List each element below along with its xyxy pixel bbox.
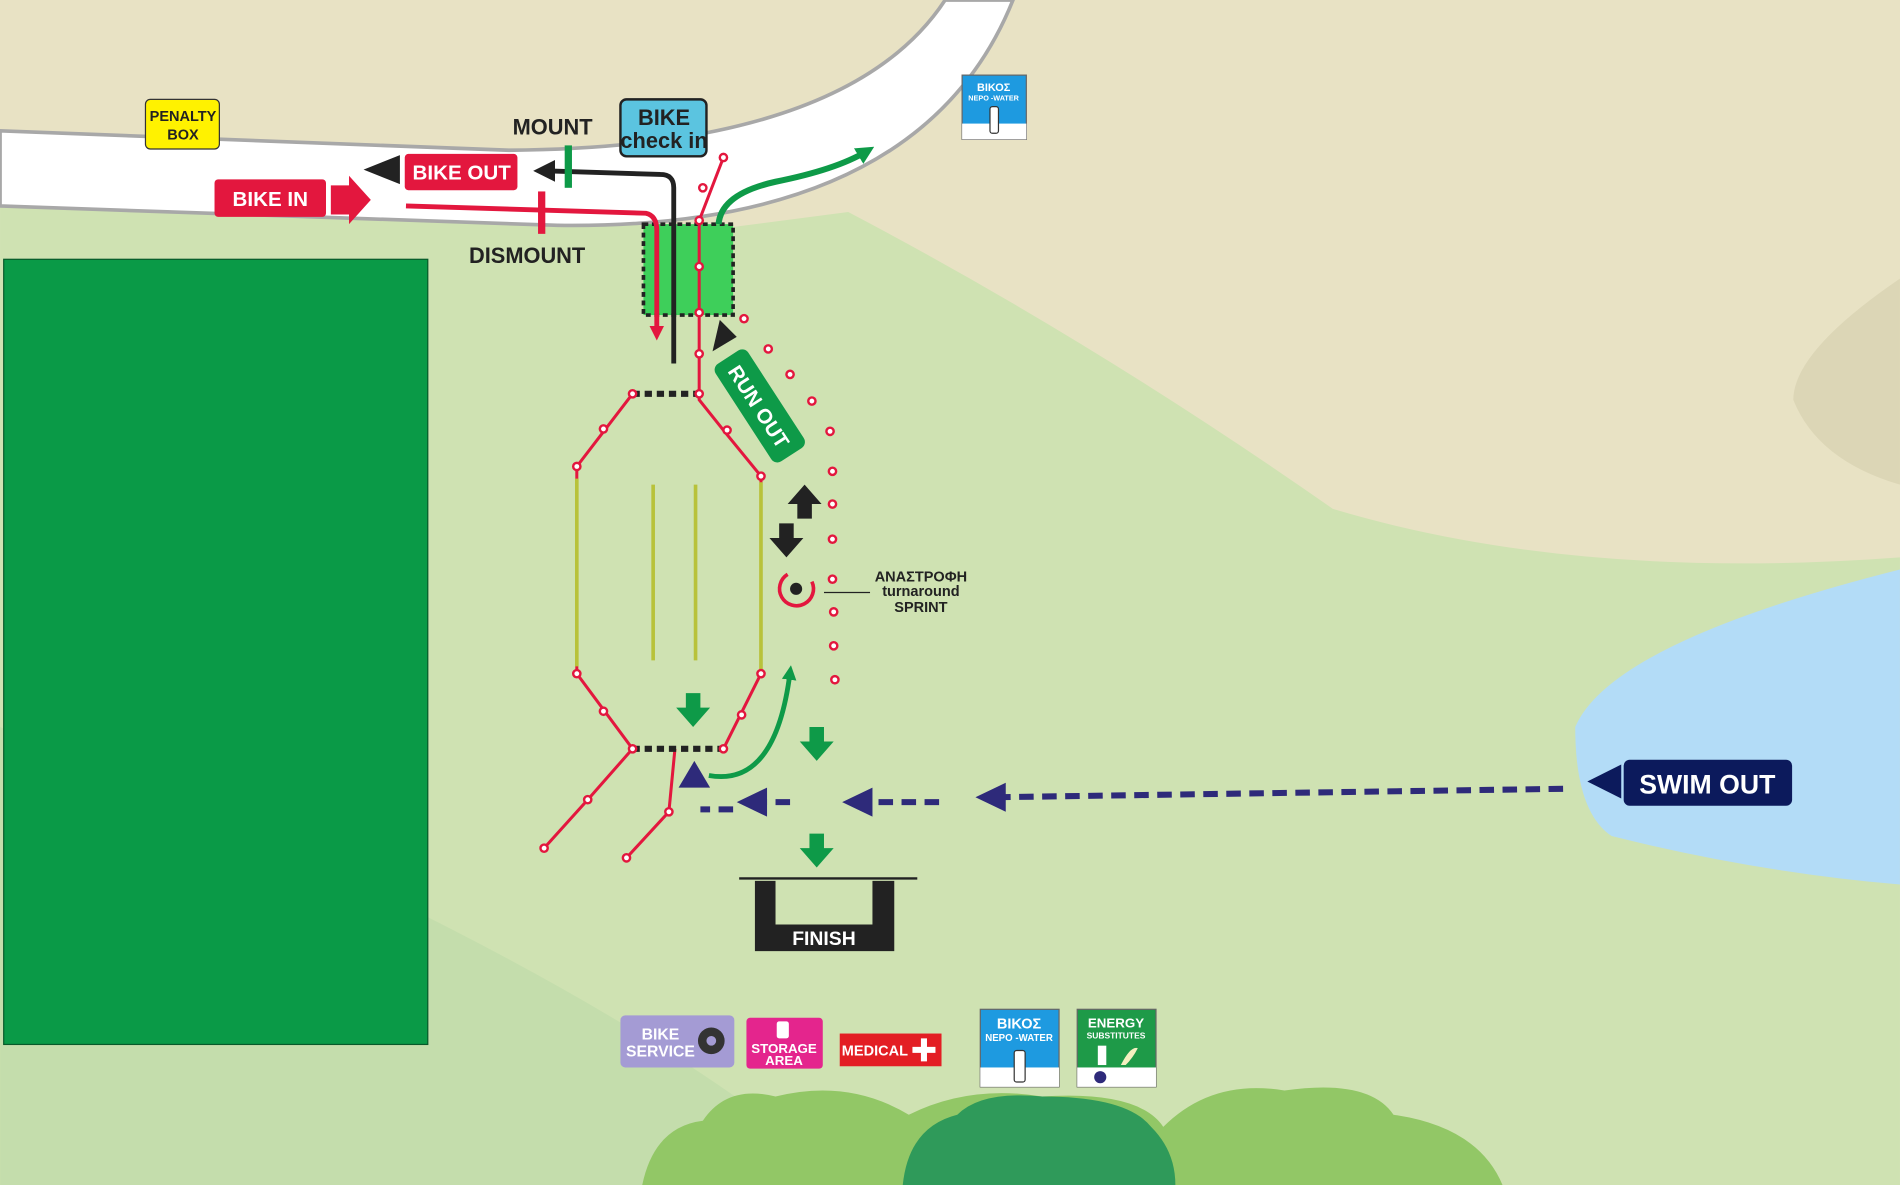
terrain [1793,278,1900,485]
bike-in-route [405,203,665,341]
field [3,258,429,1046]
dismount-line [538,191,546,234]
swim-out-label: SWIM OUT [1587,759,1793,806]
run-route-loop [708,665,797,779]
turnaround-icon [777,572,871,608]
arrow-icon [363,155,400,185]
svg-text:BOX: BOX [167,127,199,143]
grass-area [0,205,1900,1185]
svg-text:PENALTY: PENALTY [150,109,217,125]
bike-out-route [545,168,677,364]
banana-icon [1120,1047,1138,1066]
run-route-out [715,146,875,225]
svg-text:SUBSTITUTES: SUBSTITUTES [1087,1030,1146,1040]
water-bottle-icon [989,106,1000,134]
dismount-label: DISMOUNT [469,243,586,268]
water-bottle-icon [1013,1049,1026,1083]
svg-text:AREA: AREA [765,1053,803,1068]
storage-area-sign: STORAGE AREA [746,1017,823,1069]
svg-text:ΒΙΚΟΣ: ΒΙΚΟΣ [997,1017,1042,1033]
svg-text:STORAGE: STORAGE [751,1041,817,1056]
arrow-icon [712,319,822,558]
svg-text:check in: check in [620,128,707,153]
energy-station-sign: ENERGY SUBSTITUTES [1076,1008,1157,1088]
bike-racks [574,478,763,669]
svg-text:MEDICAL: MEDICAL [842,1043,908,1059]
svg-text:FINISH: FINISH [792,928,856,950]
turnaround-label: SPRINT [894,600,947,616]
svg-text:BIKE: BIKE [642,1027,680,1044]
water-bottle-icon [1097,1045,1107,1066]
water-station-sign: ΒΙΚΟΣ NEPO -WATER [979,1008,1060,1088]
arrow-icon [676,693,834,868]
svg-text:BIKE: BIKE [638,105,690,130]
svg-text:BIKE IN: BIKE IN [233,188,308,211]
svg-text:BIKE OUT: BIKE OUT [413,161,512,184]
mount-label: MOUNT [513,114,594,139]
bike-service-sign: BIKE SERVICE [620,1015,735,1068]
arrow-icon [678,760,1006,817]
svg-text:ΒΙΚΟΣ: ΒΙΚΟΣ [977,82,1011,94]
course-markers [539,152,840,863]
mount-line [564,145,572,188]
bush-dark [902,1095,1176,1185]
bike-checkin: BIKE check in [619,98,708,158]
bike-in-label: BIKE IN [214,179,326,217]
finish: FINISH [739,877,918,952]
svg-text:SWIM OUT: SWIM OUT [1639,770,1775,800]
swim-route [700,785,1564,813]
svg-text:NEPO -WATER: NEPO -WATER [985,1033,1053,1044]
water-station-sign: ΒΙΚΟΣ NEPO -WATER [961,74,1027,140]
turnaround-label: turnaround [882,584,959,600]
medical-cross-icon [912,1038,936,1062]
medical-sign: MEDICAL [839,1033,942,1067]
arrow-icon [330,175,371,225]
svg-text:NEPO -WATER: NEPO -WATER [968,94,1019,103]
bike-out-label: BIKE OUT [404,153,518,191]
arrow-icon [533,159,555,182]
turnaround-label: ΑΝΑΣΤΡΟΦΗ [875,570,967,586]
svg-text:SERVICE: SERVICE [626,1044,695,1061]
penalty-box: PENALTY BOX [144,98,220,150]
svg-text:ENERGY: ENERGY [1088,1015,1144,1030]
